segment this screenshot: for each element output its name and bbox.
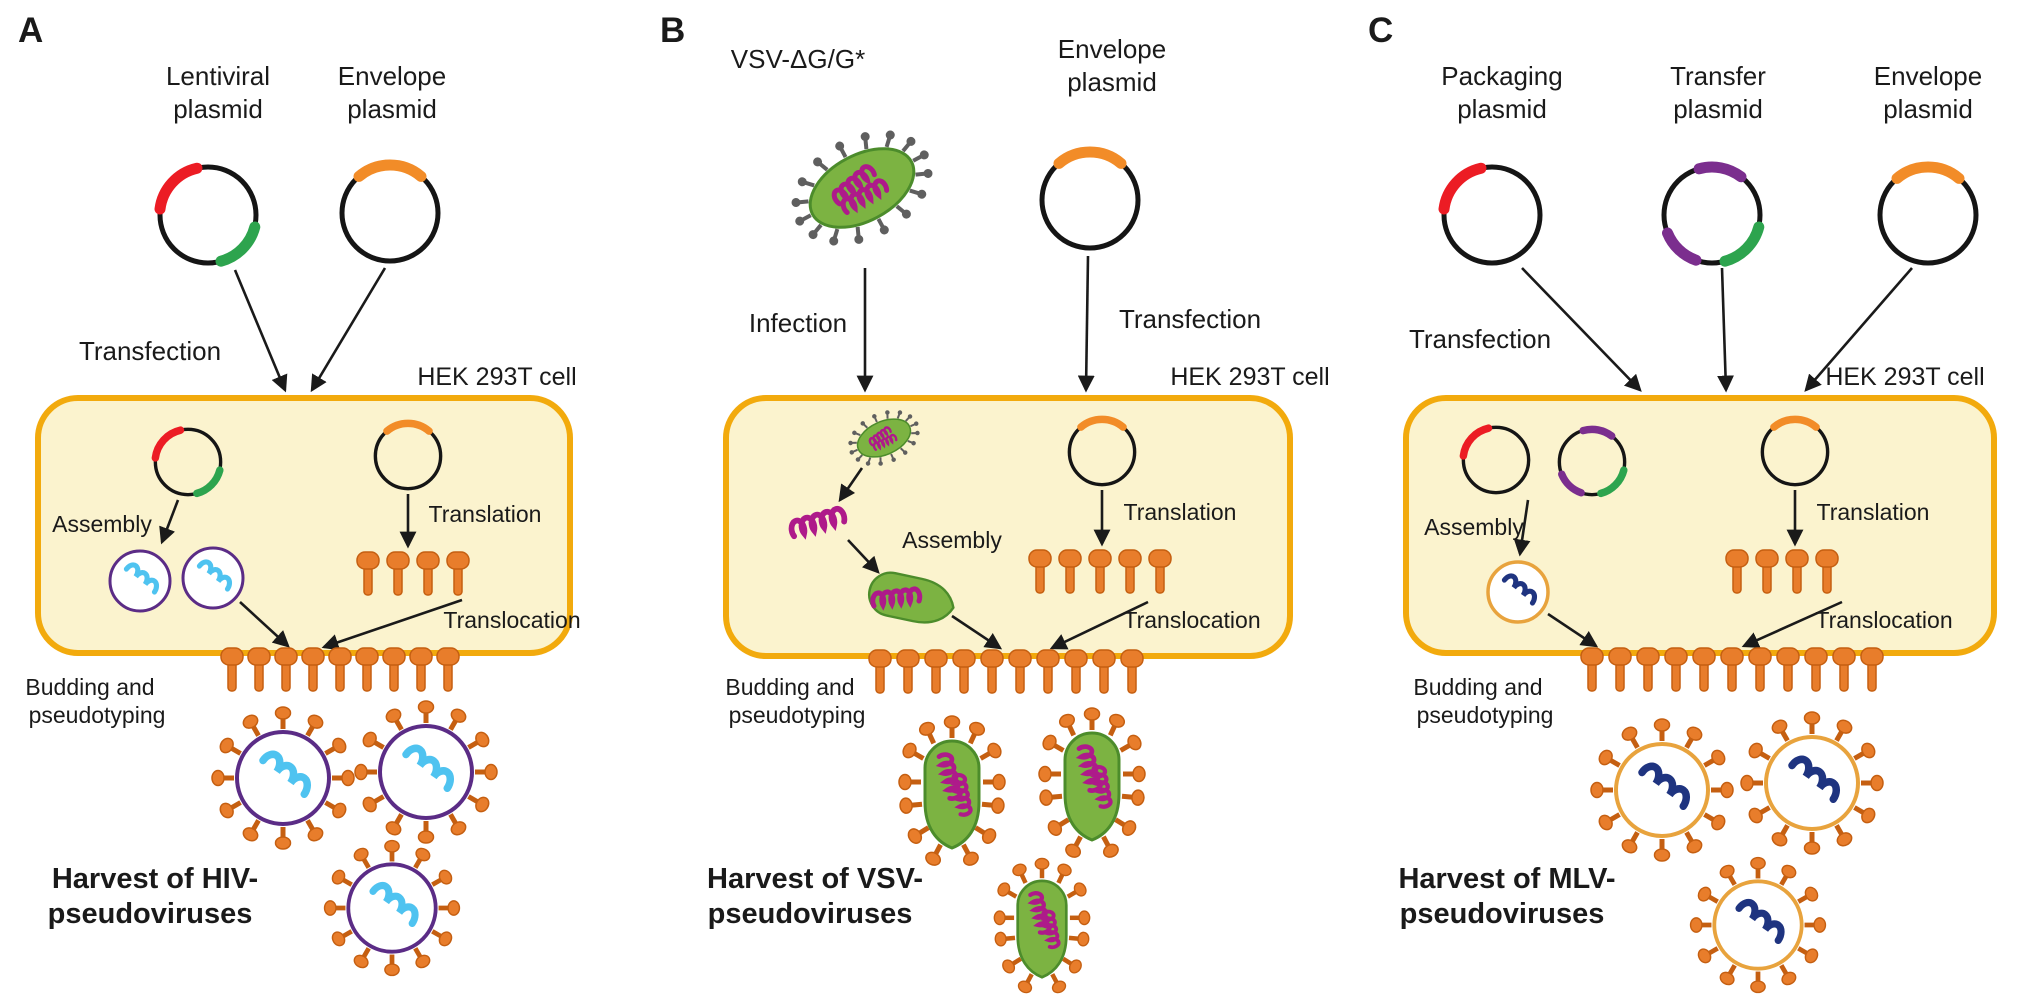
envelope-plasmid-label: Envelope — [338, 61, 446, 91]
hiv-pseudovirus-2 — [355, 701, 497, 843]
panel-b-letter: B — [660, 11, 685, 50]
envelope-plasmid-icon — [1880, 167, 1976, 263]
envelope-plasmid-label: Envelope — [1874, 61, 1982, 91]
harvest-label-2: pseudoviruses — [1400, 898, 1605, 930]
envelope-plasmid-label-2: plasmid — [347, 94, 437, 124]
envelope-plasmid-icon — [1042, 152, 1138, 248]
budding-label: Budding and — [25, 674, 154, 700]
assembly-arrow — [847, 539, 880, 574]
mlv-pseudovirus-3 — [1691, 858, 1826, 993]
assembly-arrow — [159, 499, 180, 545]
transfection-arrow-2 — [310, 267, 387, 393]
lentiviral-plasmid-label-2: plasmid — [173, 94, 263, 124]
vsv-pseudovirus-3 — [994, 858, 1089, 994]
panel-c: C Packaging plasmid Transfer plasmid Env… — [1368, 11, 1997, 993]
hek-cell-label: HEK 293T cell — [1170, 363, 1329, 391]
budding-label-2: pseudotyping — [29, 702, 166, 728]
harvest-label-2: pseudoviruses — [48, 898, 253, 930]
translocation-arrow — [1741, 600, 1843, 648]
translocation-label: Translocation — [1815, 607, 1952, 633]
assembly-arrow — [1513, 499, 1531, 557]
translocation-label: Translocation — [1123, 607, 1260, 633]
translation-label: Translation — [429, 501, 542, 527]
harvest-label-2: pseudoviruses — [708, 898, 913, 930]
mlv-pseudovirus-1 — [1591, 719, 1733, 861]
budding-label: Budding and — [1413, 674, 1542, 700]
assembly-label: Assembly — [1424, 514, 1524, 540]
envelope-plasmid-icon — [342, 165, 438, 261]
infection-label: Infection — [749, 308, 847, 338]
budding-label-2: pseudotyping — [729, 702, 866, 728]
membrane-envelope-proteins — [1580, 647, 1884, 692]
translation-label: Translation — [1124, 499, 1237, 525]
translocation-arrow — [1049, 600, 1149, 650]
translocation-arrow — [321, 598, 463, 651]
uncoating-arrow — [838, 467, 864, 503]
capsid-to-membrane-arrow — [239, 601, 290, 648]
harvest-label: Harvest of HIV- — [52, 863, 258, 895]
vsv-delta-g-virion — [771, 107, 952, 269]
envelope-plasmid-label-2: plasmid — [1067, 67, 1157, 97]
transfer-plasmid-icon — [1664, 167, 1760, 263]
packaging-plasmid-label-2: plasmid — [1457, 94, 1547, 124]
vsv-virus-label: VSV-ΔG/G* — [731, 44, 865, 74]
transfection-arrow — [1077, 255, 1095, 393]
translocation-label: Translocation — [443, 607, 580, 633]
transfection-label: Transfection — [1119, 304, 1261, 334]
core-to-membrane-arrow — [951, 614, 1003, 650]
transfection-arrow-3 — [1804, 267, 1913, 392]
harvest-label: Harvest of MLV- — [1398, 863, 1615, 895]
packaging-plasmid-label: Packaging — [1441, 61, 1562, 91]
translation-label: Translation — [1817, 499, 1930, 525]
budding-label: Budding and — [725, 674, 854, 700]
hiv-pseudovirus-1 — [212, 707, 354, 849]
mlv-pseudovirus-2 — [1741, 712, 1883, 854]
hiv-capsid-2 — [181, 546, 245, 610]
transfection-arrow-1 — [1521, 267, 1642, 392]
transfection-label: Transfection — [1409, 324, 1551, 354]
mlv-capsid — [1486, 560, 1550, 624]
vsv-pseudovirus-2 — [1039, 708, 1145, 860]
hiv-pseudovirus-3 — [325, 841, 460, 976]
panel-c-letter: C — [1368, 11, 1393, 50]
envelope-plasmid-label: Envelope — [1058, 34, 1166, 64]
assembly-label: Assembly — [52, 511, 152, 537]
transfection-label: Transfection — [79, 336, 221, 366]
lentiviral-plasmid-icon — [160, 167, 256, 263]
capsid-to-membrane-arrow — [1547, 612, 1599, 648]
hiv-capsid-1 — [108, 549, 172, 613]
harvest-label: Harvest of VSV- — [707, 863, 923, 895]
panel-b: B VSV-ΔG/G* Envelope plasmid Infection T… — [660, 11, 1330, 995]
budding-label-2: pseudotyping — [1417, 702, 1554, 728]
lentiviral-plasmid-label: Lentiviral — [166, 61, 270, 91]
transfer-plasmid-label-2: plasmid — [1673, 94, 1763, 124]
envelope-plasmid-label-2: plasmid — [1883, 94, 1973, 124]
panel-a-letter: A — [18, 11, 43, 50]
transfection-arrow-1 — [233, 269, 288, 393]
panel-a: A Lentiviral plasmid Envelope plasmid Tr… — [18, 11, 581, 975]
packaging-plasmid-icon — [1444, 167, 1540, 263]
transfer-plasmid-label: Transfer — [1670, 61, 1766, 91]
membrane-envelope-proteins — [220, 647, 460, 692]
hek-cell-label: HEK 293T cell — [1825, 363, 1984, 391]
hek-cell-label: HEK 293T cell — [417, 363, 576, 391]
assembly-label: Assembly — [902, 527, 1002, 553]
transfection-arrow-2 — [1717, 267, 1734, 393]
vsv-pseudovirus-1 — [899, 716, 1005, 868]
